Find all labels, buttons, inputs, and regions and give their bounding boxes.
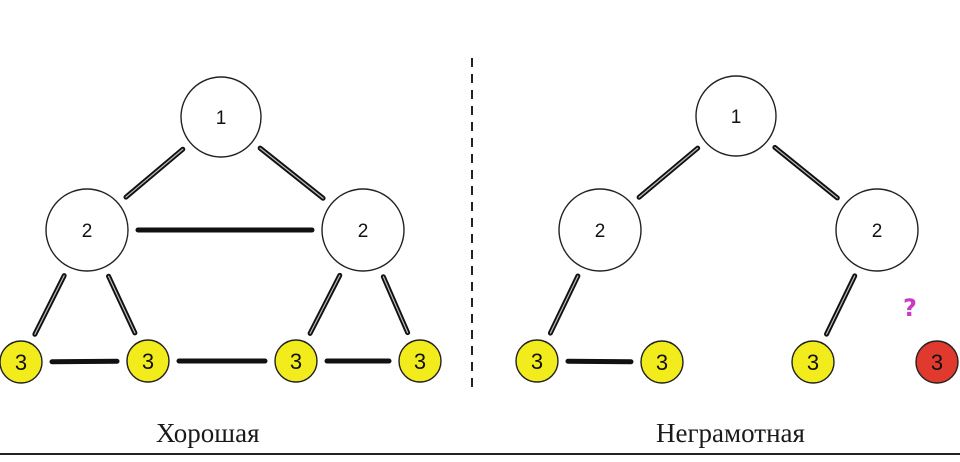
node-circle-b3d bbox=[915, 340, 959, 384]
node-circle-g3b bbox=[126, 339, 170, 383]
edge-b3a-b3b bbox=[565, 358, 634, 365]
node-circle-b2a bbox=[558, 188, 642, 272]
edge-highlight-g2a-g3a bbox=[34, 275, 65, 335]
edge-highlight-g1-g2a bbox=[125, 148, 184, 198]
node-g3c: 3 bbox=[274, 339, 318, 383]
node-label-b3a: 3 bbox=[531, 349, 543, 374]
edge-highlight-g1-g2b bbox=[259, 147, 324, 199]
node-circle-g3c bbox=[274, 339, 318, 383]
node-b3d: 3 bbox=[915, 340, 959, 384]
node-label-g3d: 3 bbox=[414, 349, 426, 374]
node-g3d: 3 bbox=[398, 339, 442, 383]
edge-highlight-g2b-g3c bbox=[309, 274, 341, 335]
edge-g3a-g3b bbox=[49, 358, 120, 365]
node-b1: 1 bbox=[695, 75, 777, 157]
node-circle-g3a bbox=[0, 340, 43, 384]
node-label-g3a: 3 bbox=[15, 350, 27, 375]
node-label-b2b: 2 bbox=[872, 221, 883, 242]
node-circle-b3c bbox=[791, 340, 835, 384]
node-circle-g1 bbox=[180, 76, 262, 158]
node-circle-b3b bbox=[640, 340, 684, 384]
node-label-b3d: 3 bbox=[931, 350, 943, 375]
caption-bad-tree: Неграмотная bbox=[656, 418, 805, 448]
node-circle-b2b bbox=[835, 188, 919, 272]
node-label-g1: 1 bbox=[216, 108, 227, 129]
node-circle-g3d bbox=[398, 339, 442, 383]
node-g2b: 2 bbox=[321, 188, 405, 272]
edge-highlight-b1-b2b bbox=[774, 146, 838, 199]
node-b2b: 2 bbox=[835, 188, 919, 272]
node-circle-g2b bbox=[321, 188, 405, 272]
node-g3a: 3 bbox=[0, 340, 43, 384]
node-circle-b3a bbox=[515, 339, 559, 383]
edges-layer bbox=[32, 144, 858, 365]
node-label-g2a: 2 bbox=[82, 221, 93, 242]
node-label-g3c: 3 bbox=[290, 349, 302, 374]
question-mark: ? bbox=[903, 294, 917, 322]
node-b3c: 3 bbox=[791, 340, 835, 384]
node-label-b2a: 2 bbox=[595, 221, 606, 242]
node-label-b3c: 3 bbox=[807, 350, 819, 375]
node-circle-b1 bbox=[695, 75, 777, 157]
node-circle-g2a bbox=[45, 188, 129, 272]
node-g1: 1 bbox=[180, 76, 262, 158]
caption-good-tree: Хорошая bbox=[156, 418, 260, 448]
edge-highlight-b2a-b3a bbox=[549, 275, 579, 334]
node-b2a: 2 bbox=[558, 188, 642, 272]
node-g2a: 2 bbox=[45, 188, 129, 272]
node-label-g2b: 2 bbox=[358, 221, 369, 242]
edge-highlight-g2a-g3b bbox=[107, 275, 136, 334]
node-b3b: 3 bbox=[640, 340, 684, 384]
node-label-b1: 1 bbox=[731, 107, 742, 128]
node-g3b: 3 bbox=[126, 339, 170, 383]
edge-highlight-b2b-b3c bbox=[825, 275, 856, 335]
node-label-g3b: 3 bbox=[142, 349, 154, 374]
nodes-layer: 1 2 2 3 3 3 3 1 2 2 3 3 3 3 bbox=[0, 75, 959, 384]
edge-highlight-g2b-g3d bbox=[382, 276, 409, 334]
edge-highlight-b1-b2a bbox=[638, 147, 699, 198]
node-label-b3b: 3 bbox=[656, 350, 668, 375]
node-b3a: 3 bbox=[515, 339, 559, 383]
